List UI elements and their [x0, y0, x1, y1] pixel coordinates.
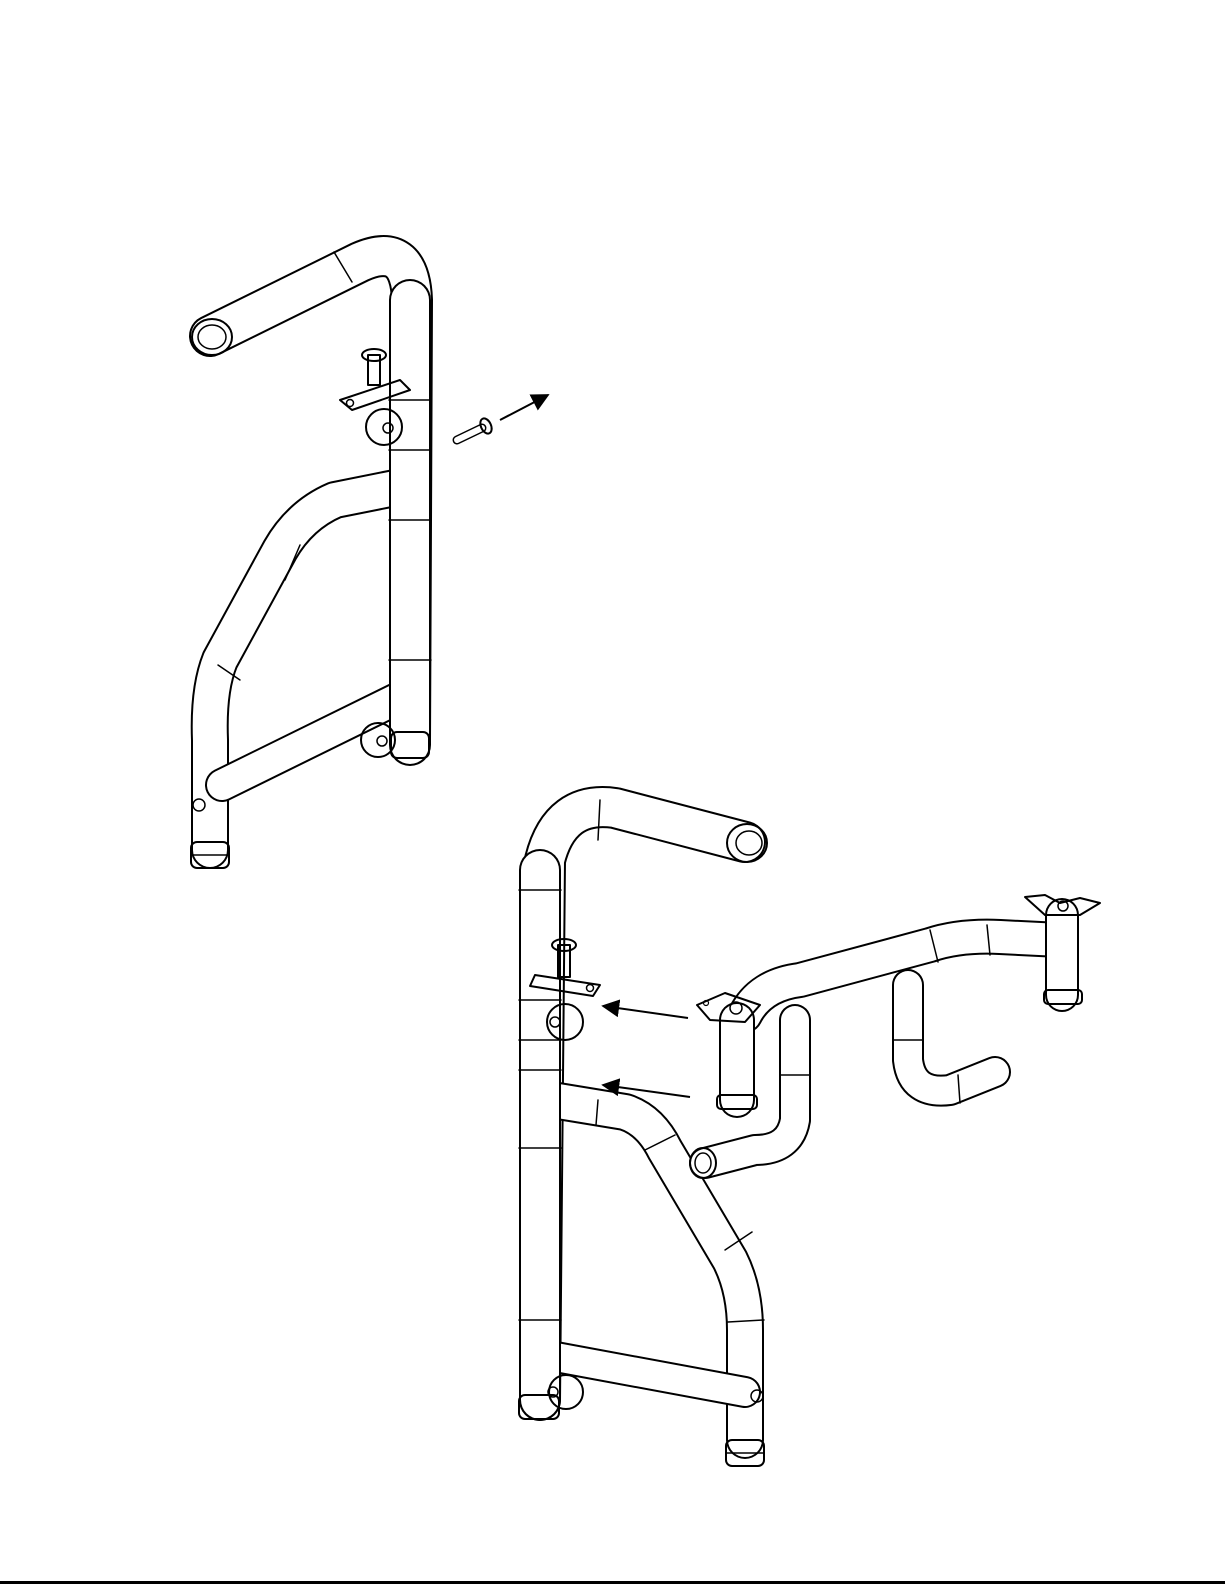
page-bottom-rule — [0, 1581, 1225, 1584]
side-frame-upper — [191, 252, 431, 868]
side-frame-lower — [519, 800, 767, 1466]
cross-brace-right-post — [1044, 915, 1082, 1004]
cross-brace-left-post — [717, 1020, 757, 1109]
cross-brace-assembly — [690, 895, 1100, 1178]
bolt — [457, 417, 494, 440]
bolt-direction-arrow — [500, 395, 548, 420]
upper-attach-arrow — [603, 1006, 688, 1018]
cross-brace-right-foot-tube — [893, 985, 995, 1103]
lower-bottom-cross-tube — [545, 1355, 745, 1392]
